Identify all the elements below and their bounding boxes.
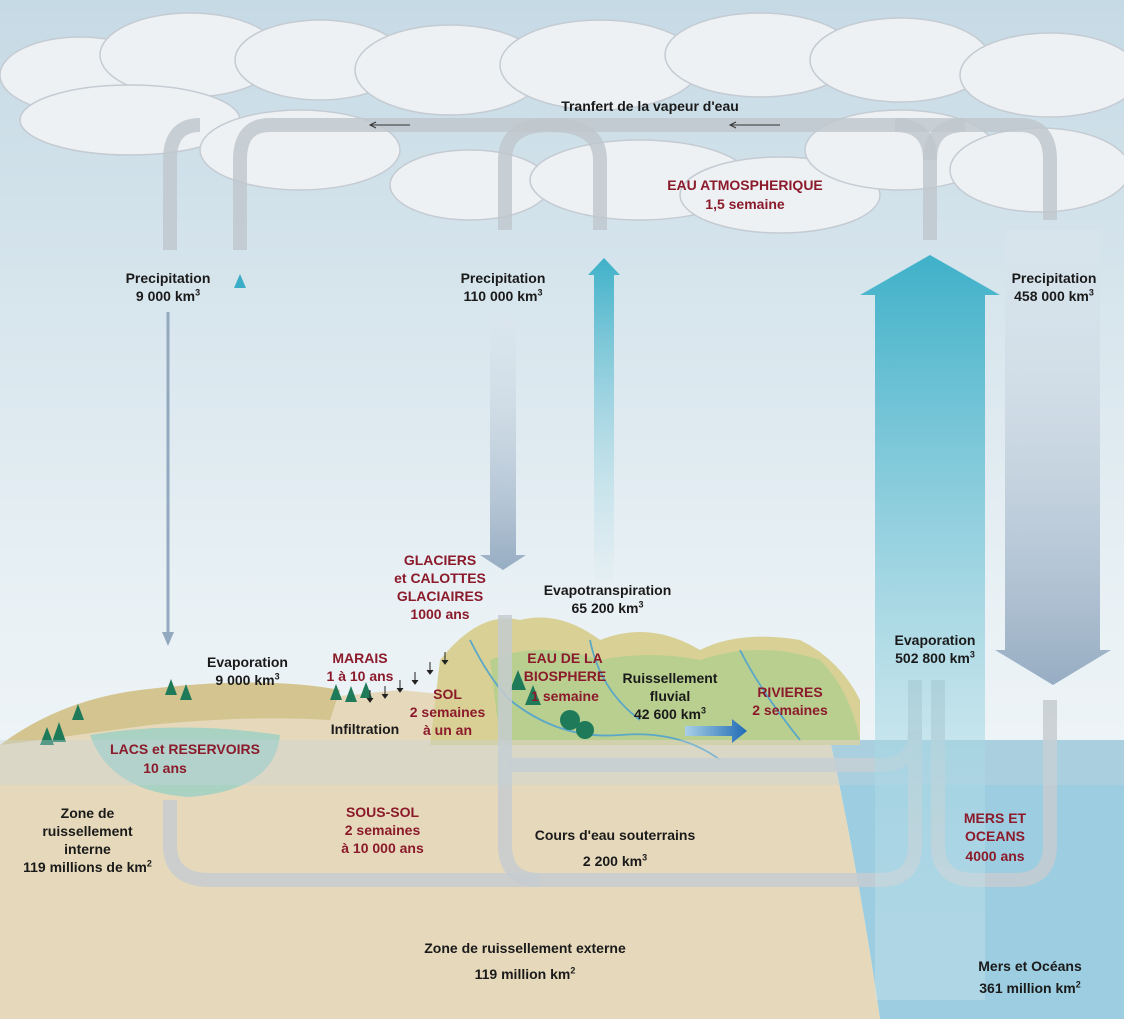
rivers	[469, 639, 801, 761]
atmosphere-residence: 1,5 semaine	[705, 196, 785, 212]
infiltration-arrows	[366, 652, 449, 703]
land-precipitation-arrow	[480, 310, 526, 570]
marais-residence: 1 à 10 ans	[326, 668, 394, 684]
infiltration-label: Infiltration	[330, 721, 400, 737]
river-flow-arrow	[685, 719, 747, 743]
ocean-precipitation-arrow	[995, 230, 1111, 685]
vapor-transfer-title: Tranfert de la vapeur d'eau	[561, 98, 739, 114]
soussol-reservoir-name: SOUS-SOL	[345, 804, 420, 820]
internal-evaporation-arrow	[234, 274, 246, 645]
soussol-residence: 2 semaines à 10 000 ans	[341, 822, 424, 856]
biosphere-reservoir-name: EAU DE LA BIOSPHERE	[523, 650, 607, 684]
lacs-residence: 10 ans	[143, 760, 187, 776]
vapor-transfer-path	[163, 117, 1057, 250]
marais-reservoir-name: MARAIS	[332, 650, 388, 666]
ocean-evaporation-arrow	[860, 255, 1000, 1000]
ground-rim	[0, 682, 340, 745]
atmosphere-reservoir-name: EAU ATMOSPHERIQUE	[667, 177, 823, 193]
lake	[90, 727, 280, 797]
green-hills	[490, 650, 860, 740]
clouds	[0, 12, 1124, 234]
mers-residence: 4000 ans	[965, 848, 1025, 864]
rivieres-residence: 2 semaines	[752, 702, 828, 718]
biosphere-residence: 1 semaine	[531, 688, 599, 704]
evapotranspiration-arrow	[588, 258, 620, 580]
lacs-reservoir-name: LACS et RESERVOIRS	[110, 741, 260, 757]
glaciers-residence: 1000 ans	[410, 606, 470, 622]
vapor-transfer-arrows	[368, 121, 780, 129]
sol-residence: 2 semaines à un an	[409, 704, 486, 738]
internal-precipitation-arrow	[162, 312, 174, 646]
mers-reservoir-name: MERS ET OCEANS	[963, 810, 1027, 844]
glaciers-reservoir-name: GLACIERS et CALOTTES GLACIAIRES	[394, 552, 486, 604]
trees	[40, 670, 594, 745]
sol-reservoir-name: SOL	[433, 686, 462, 702]
rivieres-reservoir-name: RIVIERES	[757, 684, 823, 700]
